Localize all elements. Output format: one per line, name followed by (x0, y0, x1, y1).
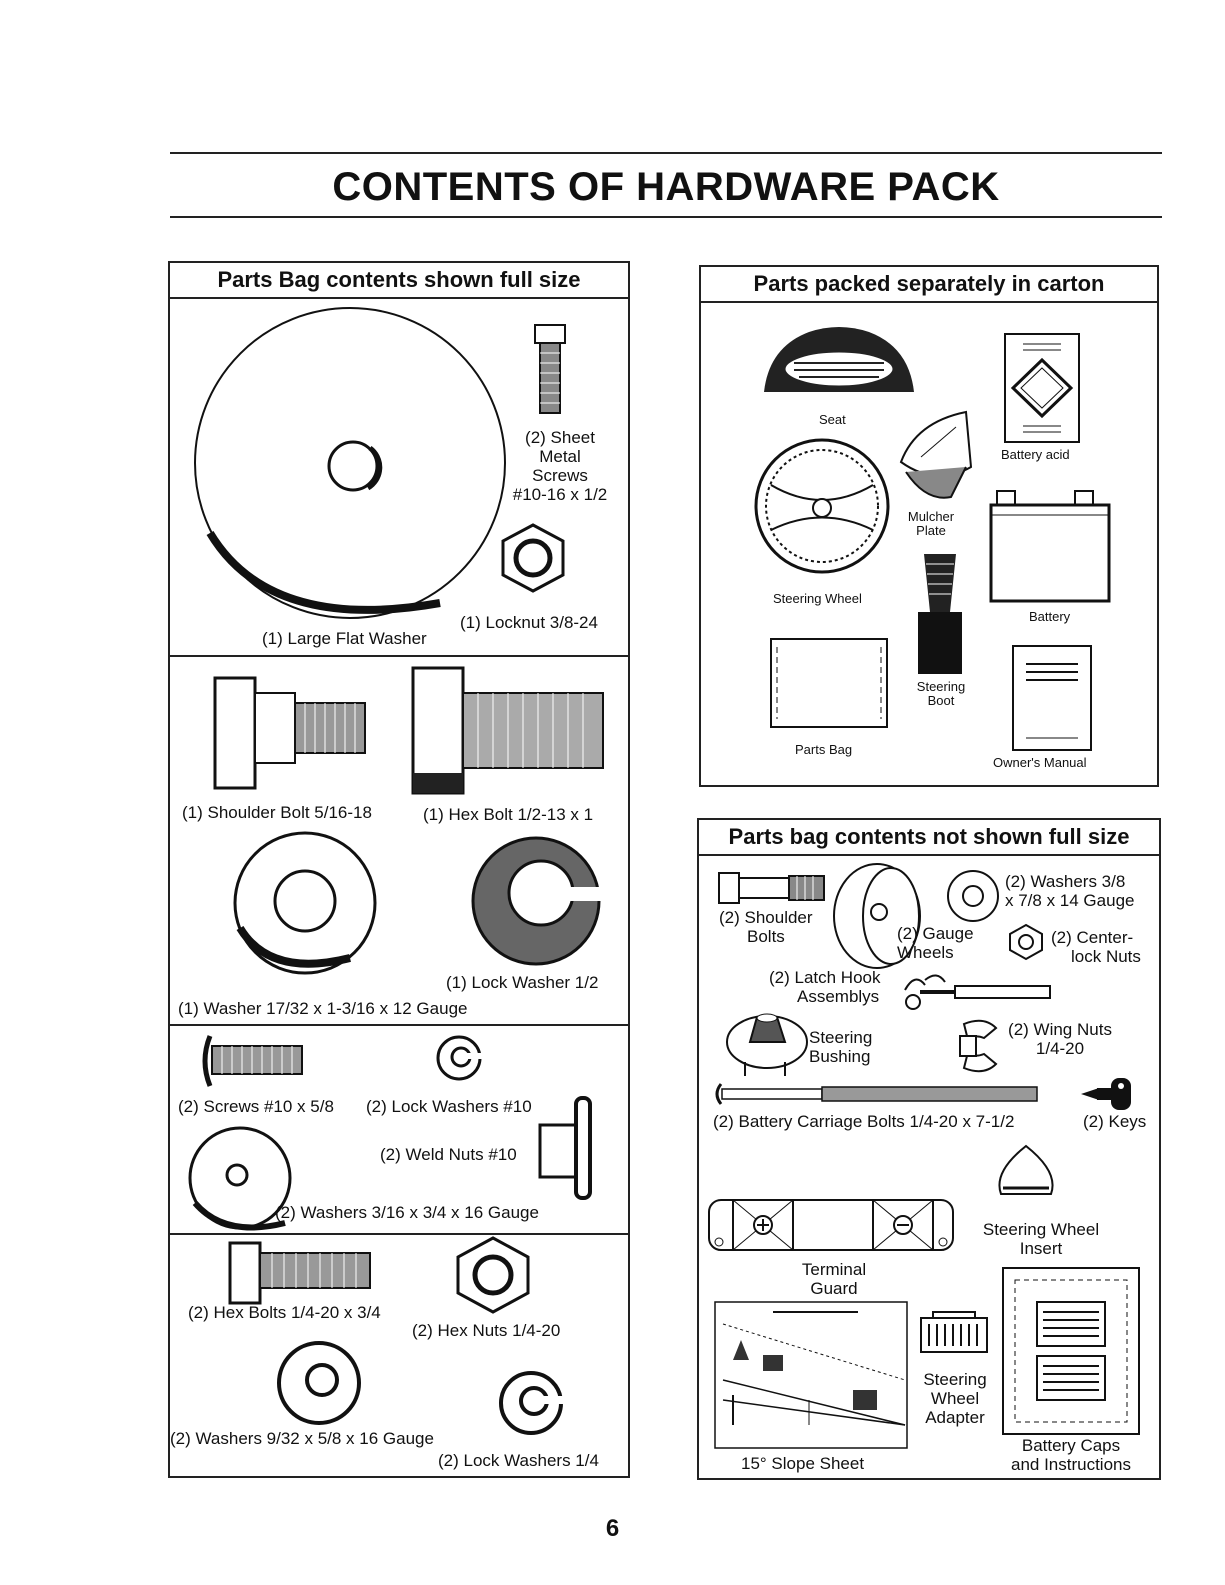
mulcher-plate-label: Mulcher Plate (907, 509, 955, 538)
lock-washer-label: (1) Lock Washer 1/2 (446, 973, 599, 992)
not-full-size-panel: Parts bag contents not shown full size (… (697, 818, 1161, 1480)
steering-wheel-insert-icon (998, 1144, 1054, 1195)
lock-washers-10-label: (2) Lock Washers #10 (366, 1097, 532, 1116)
lock-washer-14-icon (499, 1371, 566, 1435)
centerlock-nuts-label: (2) Center- lock Nuts (1051, 928, 1141, 966)
top-rule (170, 152, 1162, 154)
mulcher-plate-icon (899, 410, 973, 499)
hex-bolt-label: (1) Hex Bolt 1/2-13 x 1 (423, 805, 594, 824)
seat-label: Seat (819, 412, 846, 427)
washers-3-8-label: (2) Washers 3/8 x 7/8 x 14 Gauge (1005, 872, 1135, 910)
screw-icon (202, 1035, 303, 1087)
shoulder-bolt-label: (1) Shoulder Bolt 5/16-18 (182, 803, 372, 822)
weld-nuts-label: (2) Weld Nuts #10 (380, 1145, 517, 1164)
page-title: CONTENTS OF HARDWARE PACK (332, 165, 1000, 209)
steering-wheel-insert-label: Steering Wheel Insert (982, 1220, 1100, 1258)
battery-label: Battery (1029, 609, 1071, 624)
slope-sheet-icon (714, 1301, 908, 1449)
steering-bushing-icon (726, 1013, 808, 1076)
washers-3-16-label: (2) Washers 3/16 x 3/4 x 16 Gauge (275, 1203, 539, 1222)
shoulder-bolts-icon (718, 872, 825, 904)
carriage-bolt-icon (715, 1083, 1038, 1105)
washer-3-8-icon (947, 870, 999, 922)
slope-sheet-label: 15° Slope Sheet (741, 1454, 865, 1473)
battery-icon (989, 490, 1111, 603)
gauge-wheels-label: (2) Gauge Wheels (897, 924, 974, 962)
gauge-wheel-icon (833, 863, 921, 969)
battery-caps-icon (1002, 1267, 1140, 1435)
parts-bag-label: Parts Bag (795, 742, 853, 757)
washer-label: (1) Washer 17/32 x 1-3/16 x 12 Gauge (178, 999, 468, 1018)
hex-bolt-icon (411, 666, 604, 795)
hex-bolts-icon (228, 1241, 371, 1305)
washer-9-32-icon (277, 1341, 361, 1425)
hex-nuts-label: (2) Hex Nuts 1/4-20 (412, 1321, 561, 1340)
steering-wheel-adapter-icon (920, 1311, 988, 1353)
centerlock-nut-icon (1009, 923, 1043, 961)
steering-boot-label: Steering Boot (916, 679, 966, 708)
wing-nuts-label: (2) Wing Nuts 1/4-20 (1008, 1020, 1112, 1058)
sheet-metal-screws-label: (2) Sheet Metal Screws #10-16 x 1/2 (512, 428, 608, 504)
locknut-icon (501, 523, 565, 593)
battery-acid-icon (1004, 333, 1080, 443)
steering-wheel-icon (754, 438, 890, 574)
lock-washer-10-icon (436, 1035, 484, 1081)
terminal-guard-icon (708, 1199, 954, 1251)
carton-panel: Parts packed separately in carton Seat B… (699, 265, 1159, 787)
large-flat-washer-icon (194, 307, 506, 619)
bottom-rule (170, 216, 1162, 218)
owners-manual-icon (1012, 645, 1092, 751)
steering-wheel-adapter-label: Steering Wheel Adapter (923, 1370, 987, 1427)
shoulder-bolt-icon (213, 676, 366, 790)
parts-bag-full-size-panel: Parts Bag contents shown full size (2) S… (168, 261, 630, 1478)
hex-nut-icon (456, 1236, 530, 1314)
divider (170, 1024, 628, 1026)
locknut-label: (1) Locknut 3/8-24 (460, 613, 598, 632)
panel-header: Parts packed separately in carton (701, 267, 1157, 303)
washer-3-16-icon (188, 1126, 292, 1231)
battery-acid-label: Battery acid (1001, 447, 1070, 462)
large-flat-washer-label: (1) Large Flat Washer (262, 629, 427, 648)
divider (170, 1233, 628, 1235)
panel-header: Parts Bag contents shown full size (170, 263, 628, 299)
page-number: 6 (605, 1515, 620, 1542)
terminal-guard-label: Terminal Guard (801, 1260, 867, 1298)
lock-washer-icon (471, 836, 606, 966)
parts-bag-icon (770, 638, 888, 728)
keys-label: (2) Keys (1083, 1112, 1147, 1131)
steering-boot-icon (918, 554, 962, 674)
shoulder-bolts-label: (2) Shoulder Bolts (719, 908, 813, 946)
steering-bushing-label: Steering Bushing (809, 1028, 873, 1066)
hex-bolts-label: (2) Hex Bolts 1/4-20 x 3/4 (188, 1303, 381, 1322)
steering-wheel-label: Steering Wheel (773, 591, 862, 606)
washers-9-32-label: (2) Washers 9/32 x 5/8 x 16 Gauge (170, 1429, 434, 1448)
screws-label: (2) Screws #10 x 5/8 (178, 1097, 334, 1116)
carriage-bolts-label: (2) Battery Carriage Bolts 1/4-20 x 7-1/… (713, 1112, 1015, 1131)
owners-manual-label: Owner's Manual (993, 755, 1087, 770)
divider (170, 655, 628, 657)
washer-icon (233, 831, 377, 975)
seat-icon (764, 327, 914, 392)
latch-hook-label: (2) Latch Hook Assemblys (769, 968, 881, 1006)
key-icon (1081, 1078, 1131, 1110)
lock-washers-14-label: (2) Lock Washers 1/4 (438, 1451, 599, 1470)
sheet-metal-screw-icon (534, 324, 566, 414)
latch-hook-icon (904, 974, 1051, 1010)
battery-caps-label: Battery Caps and Instructions (1010, 1436, 1131, 1474)
wing-nut-icon (959, 1019, 998, 1073)
weld-nut-icon (538, 1096, 592, 1200)
panel-header: Parts bag contents not shown full size (699, 820, 1159, 856)
